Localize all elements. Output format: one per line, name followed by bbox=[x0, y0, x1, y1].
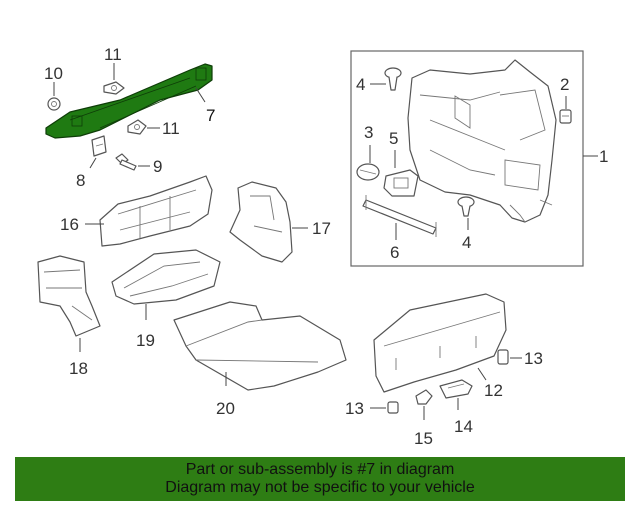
part-11-clip-upper[interactable] bbox=[103, 81, 125, 95]
banner-line-1: Part or sub-assembly is #7 in diagram bbox=[185, 461, 455, 478]
callout-17: 17 bbox=[312, 219, 331, 238]
callout-13-right: 13 bbox=[524, 349, 543, 368]
callout-9: 9 bbox=[153, 157, 162, 176]
part-10-nut[interactable] bbox=[47, 97, 61, 111]
callout-1: 1 bbox=[599, 147, 608, 166]
part-11-clip-lower[interactable] bbox=[127, 119, 147, 135]
callout-19: 19 bbox=[136, 331, 155, 350]
part-13-clip-lower[interactable] bbox=[387, 401, 399, 414]
part-4-clip-lower[interactable] bbox=[457, 196, 475, 217]
part-1-quarter-trim[interactable] bbox=[407, 59, 557, 223]
callout-12: 12 bbox=[484, 381, 503, 400]
callout-11-lower: 11 bbox=[162, 119, 180, 138]
callout-2: 2 bbox=[560, 75, 569, 94]
part-13-clip-right[interactable] bbox=[497, 349, 509, 365]
callout-18: 18 bbox=[69, 359, 88, 378]
part-2-clip[interactable] bbox=[559, 109, 572, 124]
part-3-cap[interactable] bbox=[356, 163, 380, 181]
callout-14: 14 bbox=[454, 417, 473, 436]
callout-11-upper: 11 bbox=[104, 45, 122, 64]
part-18-bracket[interactable] bbox=[37, 255, 101, 337]
part-5-bracket[interactable] bbox=[383, 169, 419, 197]
callout-13-lower: 13 bbox=[345, 399, 364, 418]
part-9-bolt[interactable] bbox=[115, 153, 137, 171]
part-7-rail-highlighted[interactable] bbox=[45, 63, 213, 139]
callout-5: 5 bbox=[389, 129, 398, 148]
part-12-sill-trim[interactable] bbox=[373, 293, 507, 393]
callout-16: 16 bbox=[60, 215, 79, 234]
part-8-bracket[interactable] bbox=[91, 135, 107, 157]
part-4-clip-upper[interactable] bbox=[384, 67, 402, 91]
part-6-strap[interactable] bbox=[362, 195, 437, 237]
part-14-pad[interactable] bbox=[439, 379, 473, 399]
callout-10: 10 bbox=[44, 64, 63, 83]
part-15-clip[interactable] bbox=[415, 389, 433, 405]
callout-7: 7 bbox=[206, 106, 215, 125]
part-19-tray[interactable] bbox=[111, 249, 221, 305]
info-banner: Part or sub-assembly is #7 in diagram Di… bbox=[15, 457, 625, 501]
part-17-trim[interactable] bbox=[229, 181, 293, 263]
callout-15: 15 bbox=[414, 429, 433, 448]
callout-4-lower: 4 bbox=[462, 233, 471, 252]
parts-diagram: 1 2 4 3 5 6 4 bbox=[37, 45, 608, 448]
inset-frame bbox=[350, 50, 584, 267]
callout-3: 3 bbox=[364, 123, 373, 142]
callout-6: 6 bbox=[390, 243, 399, 262]
banner-line-2: Diagram may not be specific to your vehi… bbox=[165, 479, 475, 496]
callout-8: 8 bbox=[76, 171, 85, 190]
part-20-floor-mat[interactable] bbox=[173, 301, 347, 391]
part-16-side-panel[interactable] bbox=[99, 175, 213, 247]
callout-4-upper: 4 bbox=[356, 75, 365, 94]
callout-20: 20 bbox=[216, 399, 235, 418]
